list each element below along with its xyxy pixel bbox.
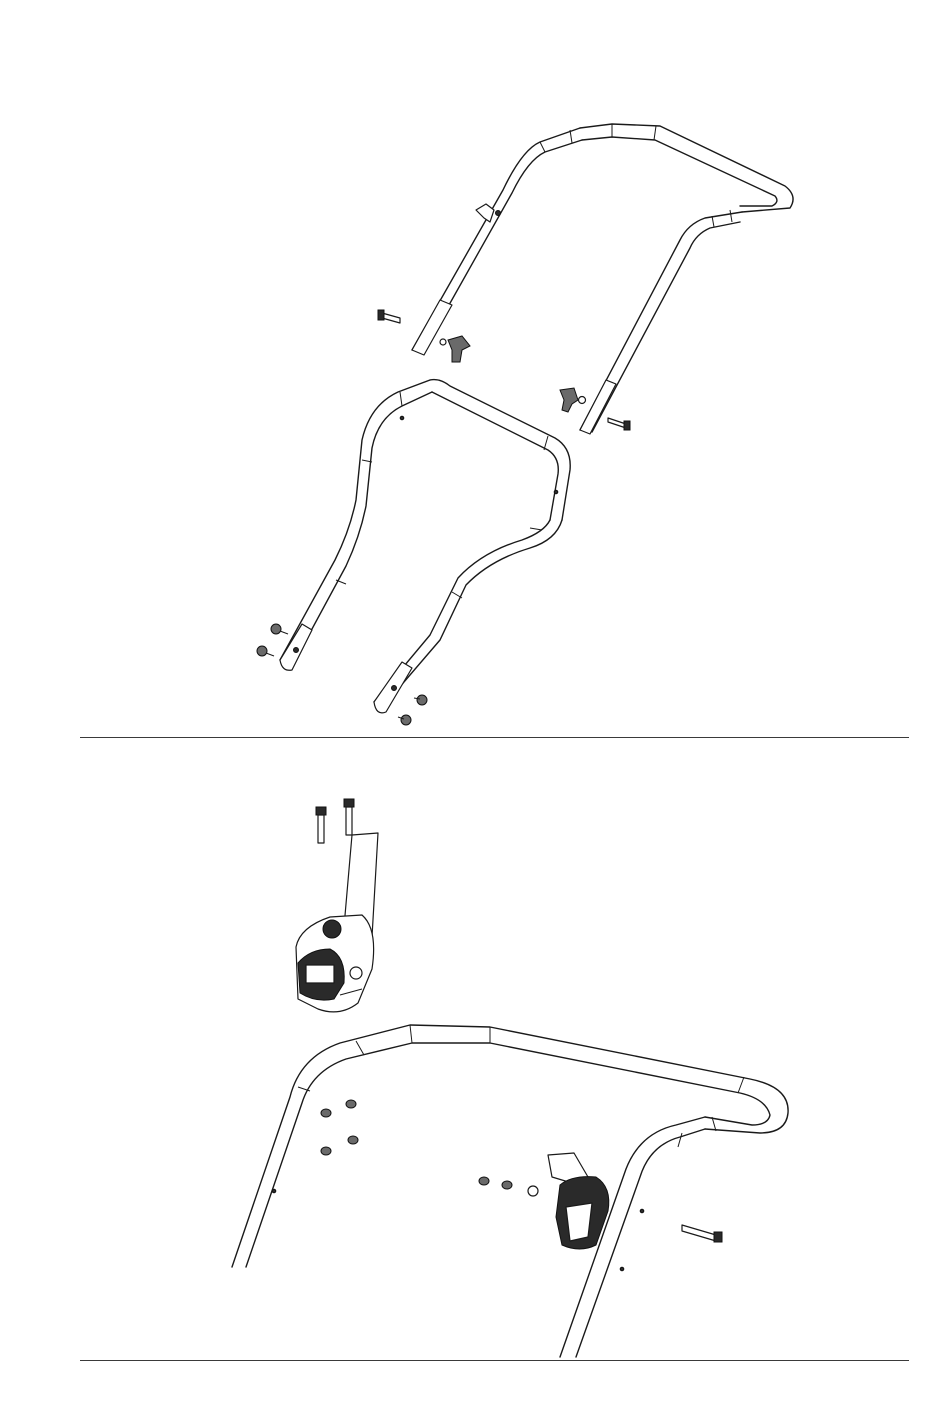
nut-2 <box>346 1100 356 1108</box>
seam <box>544 436 548 450</box>
lower-handle-right-leg-outer <box>380 520 562 710</box>
bolt-left-upper <box>382 313 400 323</box>
lower-handle-left-leg-inner <box>292 392 432 666</box>
upper-left-end-plate <box>412 300 452 355</box>
seam <box>356 1041 364 1055</box>
upper-handle-left-leg-inner <box>422 140 582 353</box>
upper-handle-closeup <box>232 1025 788 1357</box>
section-divider-bottom <box>80 1360 909 1361</box>
upper-right-end-plate <box>580 380 616 434</box>
nut-3 <box>321 1147 331 1155</box>
upper-handle <box>412 124 793 434</box>
pivot-boss <box>350 967 362 979</box>
bolt-head <box>714 1232 722 1242</box>
cable-guide-hook <box>476 204 494 222</box>
knob-left <box>448 336 470 362</box>
bolt-lower-left-2 <box>257 646 267 656</box>
lower-handle-top-bar-inner <box>432 392 558 520</box>
washer <box>528 1186 538 1196</box>
hole <box>620 1267 624 1271</box>
washer <box>579 397 586 404</box>
nut-5 <box>479 1177 489 1185</box>
mount-bolt <box>682 1225 716 1241</box>
upper-handle-top-bar-inner <box>582 137 777 206</box>
figure-handle-assembly <box>0 0 950 737</box>
hole <box>400 416 404 420</box>
switch-slot <box>306 965 334 983</box>
bolt-head <box>624 421 630 430</box>
washer <box>440 339 446 345</box>
upper-handle-right-leg-inner <box>592 222 740 432</box>
bolt-lower-left-1 <box>271 624 281 634</box>
nuts-group-left <box>321 1100 358 1155</box>
control-box-drawing <box>0 737 950 1360</box>
seam <box>540 142 545 152</box>
seam <box>678 1133 682 1147</box>
hole <box>640 1209 644 1213</box>
bolt-lower-right-2 <box>401 715 411 725</box>
bolt-right-upper <box>608 418 626 428</box>
seam <box>712 216 714 227</box>
handle-assembly-drawing <box>0 0 950 737</box>
bolt-head <box>378 310 384 320</box>
lower-handle-top-bar-outer <box>430 380 570 520</box>
knob-right <box>560 388 578 412</box>
control-box <box>296 833 378 1012</box>
seam <box>400 392 402 406</box>
screw-shank-1 <box>318 815 324 843</box>
hole <box>496 211 501 216</box>
safety-key-knob <box>323 920 341 938</box>
hole <box>392 686 397 691</box>
seam <box>410 1025 412 1043</box>
seam <box>654 126 656 140</box>
bolt-lower-right-1 <box>417 695 427 705</box>
seam <box>570 130 572 143</box>
hole <box>294 648 299 653</box>
handle-left-outer <box>232 1025 788 1267</box>
seam <box>738 1077 744 1093</box>
right-mount-hardware <box>479 1153 722 1249</box>
screw-head-1 <box>316 807 326 815</box>
screw-head-2 <box>344 799 354 807</box>
nut-1 <box>321 1109 331 1117</box>
hole <box>272 1189 276 1193</box>
lower-handle-left-leg-outer <box>280 380 430 660</box>
hole <box>554 490 558 494</box>
nut-6 <box>502 1181 512 1189</box>
nut-4 <box>348 1136 358 1144</box>
screw-shank-2 <box>346 807 352 835</box>
figure-control-box-mounting <box>0 737 950 1360</box>
control-box-screws <box>316 799 354 843</box>
seam <box>530 528 542 530</box>
bracket-face <box>566 1203 592 1241</box>
lower-handle <box>280 380 570 713</box>
seam <box>730 210 732 222</box>
